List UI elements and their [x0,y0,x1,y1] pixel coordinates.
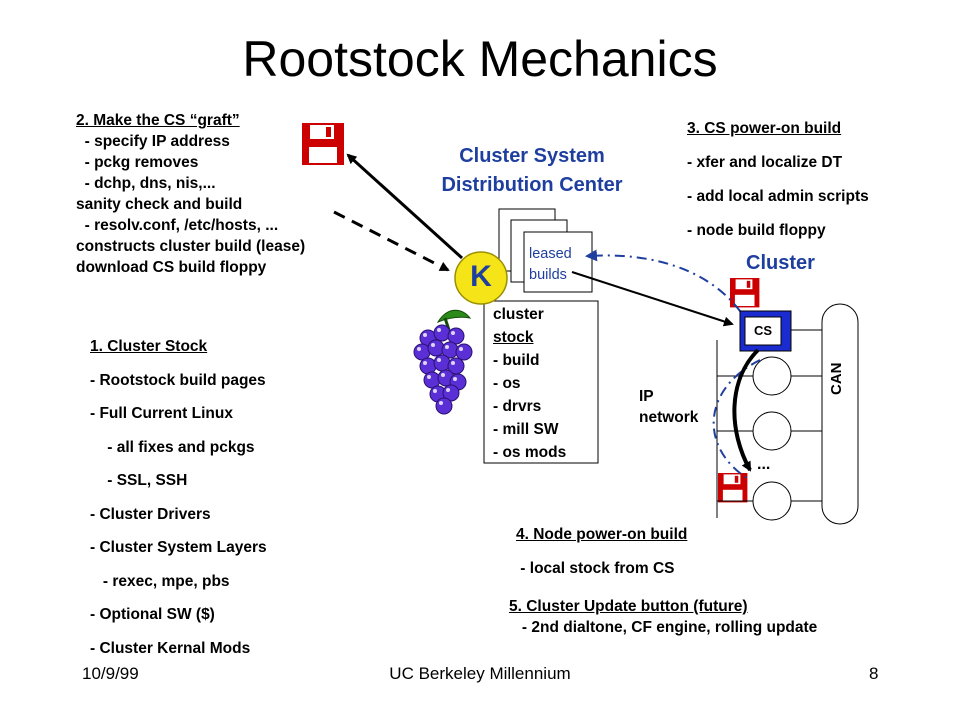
cluster-node [752,411,792,451]
cluster-node [752,356,792,396]
stock-item: - drvrs [493,398,542,415]
grape-highlight [431,343,435,347]
arrow-to-cs [571,271,734,327]
grape-highlight [433,389,437,393]
cluster-node [752,481,792,521]
poweron-heading: 3. CS power-on build [687,120,842,137]
stock-item: - mill SW [493,421,559,438]
grape-berry [433,354,451,372]
footer-date: 10/9/99 [82,664,139,683]
grape-berry [419,357,437,375]
grape-berry [435,397,453,415]
cluster-stock-line: - Cluster Drivers [90,505,211,523]
stock-item: - os mods [493,444,567,461]
grape-highlight [451,331,455,335]
grape-highlight [427,375,431,379]
graft-line: constructs cluster build (lease) [76,238,306,255]
cluster-stock-line: - Cluster Kernal Mods [90,639,251,657]
distribution-center-line: Distribution Center [441,174,623,196]
grape-berry [433,324,451,342]
stock-heading: cluster [493,306,544,323]
floppy-icon [718,473,748,503]
cluster-stock-line: - rexec, mpe, pbs [90,572,230,590]
grape-berry [427,339,445,357]
leased-line: builds [529,267,567,283]
cs-label: CS [753,323,773,338]
grape-highlight [417,347,421,351]
graft-heading: 2. Make the CS “graft” [76,112,240,129]
stock-item: - build [493,352,540,369]
distribution-center-line: Cluster System [459,145,605,167]
poweron-section: 3. CS power-on build - xfer and localize… [687,112,869,248]
grape-highlight [445,345,449,349]
cluster-stock-list: cluster stock - build - os - drvrs - mil… [493,303,566,464]
k-logo-icon [454,251,508,305]
node-build-heading: 4. Node power-on build [516,526,688,543]
graft-line: download CS build floppy [76,259,267,276]
cluster-stock-line: - Rootstock build pages [90,371,266,389]
update-section: 5. Cluster Update button (future) - 2nd … [509,596,817,638]
can-bus [821,303,859,525]
update-heading: 5. Cluster Update button (future) [509,598,748,615]
grape-highlight [437,328,441,332]
node-build-line: - local stock from CS [516,560,675,577]
grape-highlight [446,388,450,392]
node-build-section: 4. Node power-on build - local stock fro… [516,518,687,586]
footer-org: UC Berkeley Millennium [389,664,571,683]
k-logo-letter: K [470,260,492,293]
cluster-stock-line: - all fixes and pckgs [90,438,255,456]
distribution-center-label: Cluster System Distribution Center [414,142,650,200]
poweron-line: - xfer and localize DT [687,154,843,171]
update-line: - 2nd dialtone, CF engine, rolling updat… [509,619,818,636]
dashed-arrow-to-k [333,210,450,272]
return-arrow [585,249,753,331]
leased-line: leased [529,246,572,262]
cluster-stock-section: 1. Cluster Stock - Rootstock build pages… [90,330,267,665]
floppy-icon [730,278,760,308]
graft-line: - specify IP address [76,133,230,150]
cluster-stock-line: - Cluster System Layers [90,539,267,556]
poweron-line: - node build floppy [687,222,826,239]
grape-highlight [453,377,457,381]
node-ellipsis: ... [757,456,771,473]
cluster-stock-box [483,300,599,464]
build-path-arrow [732,348,760,472]
cluster-stock-line: - SSL, SSH [90,472,188,489]
cluster-stock-line: - Full Current Linux [90,405,233,422]
stock-item: - os [493,375,521,392]
footer-page: 8 [869,664,879,683]
cluster-stock-heading: 1. Cluster Stock [90,338,208,355]
poweron-line: - add local admin scripts [687,188,869,205]
grape-highlight [451,361,455,365]
leased-builds-box [523,231,593,293]
arrow-to-floppy [346,153,464,260]
graft-line: - dchp, dns, nis,... [76,175,216,192]
ip-network-label: IP network [639,386,698,428]
grape-berry [455,343,473,361]
ip-network-line: IP [639,388,654,405]
grape-highlight [441,373,445,377]
grape-highlight [423,361,427,365]
cluster-label: Cluster [746,252,815,274]
page-title: Rootstock Mechanics [242,31,718,87]
graft-line: - resolv.conf, /etc/hosts, ... [76,217,279,234]
grape-highlight [459,347,463,351]
ip-network-line: network [639,409,699,426]
grape-highlight [439,401,443,405]
can-label: CAN [828,362,845,396]
cluster-stock-line: - Optional SW ($) [90,606,215,623]
grape-highlight [423,333,427,337]
stock-heading: stock [493,329,534,346]
grape-highlight [437,358,441,362]
floppy-icon [302,123,344,165]
graft-line: - pckg removes [76,154,199,171]
leased-builds-label: leased builds [529,244,572,286]
graft-line: sanity check and build [76,196,243,213]
graft-section: 2. Make the CS “graft” - specify IP addr… [76,110,305,278]
